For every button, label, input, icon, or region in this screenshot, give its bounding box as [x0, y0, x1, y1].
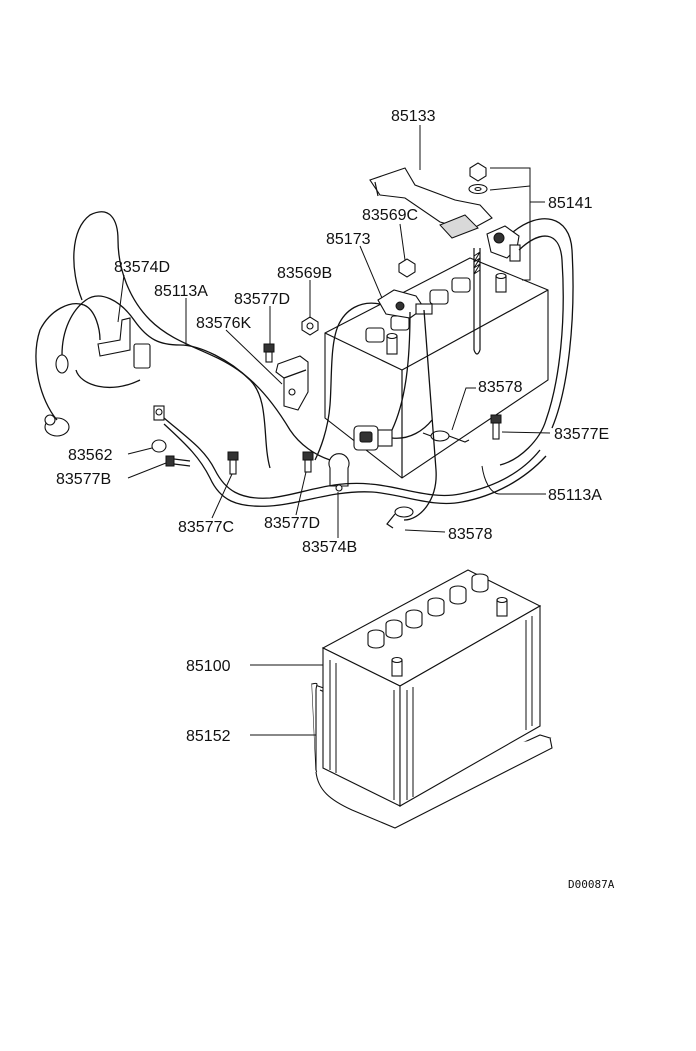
battery-caps: [367, 573, 508, 677]
label-83574b: 83574B: [302, 539, 357, 556]
wiring-harness: [35, 211, 574, 521]
small-battery: [324, 257, 549, 479]
fuse-box: [133, 343, 151, 369]
label-83576k: 83576K: [196, 315, 251, 332]
label-83577c: 83577C: [178, 519, 234, 536]
label-85113a-top: 85113A: [154, 283, 208, 300]
label-83569c: 83569C: [362, 207, 418, 224]
label-85141: 85141: [548, 195, 593, 212]
label-83578-bottom: 83578: [448, 526, 493, 543]
clamp-83578-top: [422, 430, 470, 443]
label-85100: 85100: [186, 658, 231, 675]
bolt-83577d-top: [263, 343, 275, 363]
label-85133: 85133: [391, 108, 436, 125]
label-85173: 85173: [326, 231, 371, 248]
label-83577d-top: 83577D: [234, 291, 290, 308]
callout-labels: 85133 85141 83569C 85173 83574D 83569B 8…: [56, 108, 615, 891]
bracket-83576k: [275, 355, 309, 411]
terminal-clamp: [486, 225, 521, 262]
bolt-83577e: [490, 414, 502, 440]
label-83577b: 83577B: [56, 471, 111, 488]
bolt-83577b: [165, 455, 191, 467]
ground-terminal: [153, 405, 165, 421]
bolt-83577c: [227, 451, 239, 475]
battery-harness-assembly: [35, 162, 574, 529]
label-83562: 83562: [68, 447, 113, 464]
bolt-83577d-bottom: [302, 451, 314, 473]
hold-down-rod: [473, 248, 481, 355]
label-85113a-right: 85113A: [548, 487, 602, 504]
harness-connector: [353, 425, 393, 451]
label-83574d: 83574D: [114, 259, 170, 276]
hold-down-bracket: [369, 167, 493, 239]
cable-end-ring: [44, 354, 70, 437]
drawing-code: D00087A: [568, 878, 615, 891]
label-83569b: 83569B: [277, 265, 332, 282]
nut-83569c: [398, 258, 416, 278]
leader-lines: [117, 125, 551, 736]
label-83577e: 83577E: [554, 426, 609, 443]
clamp-83574b: [328, 453, 350, 492]
clip-83569b: [301, 316, 319, 336]
main-battery-assembly: [311, 569, 553, 829]
clamp-83578-bottom: [386, 506, 414, 529]
label-83578-top: 83578: [478, 379, 523, 396]
label-85152: 85152: [186, 728, 231, 745]
battery-85100: [321, 569, 542, 807]
washer-83562: [151, 439, 167, 453]
label-83577d-bottom: 83577D: [264, 515, 320, 532]
nut-and-washer: [468, 162, 488, 195]
bracket-83574d: [97, 317, 131, 357]
